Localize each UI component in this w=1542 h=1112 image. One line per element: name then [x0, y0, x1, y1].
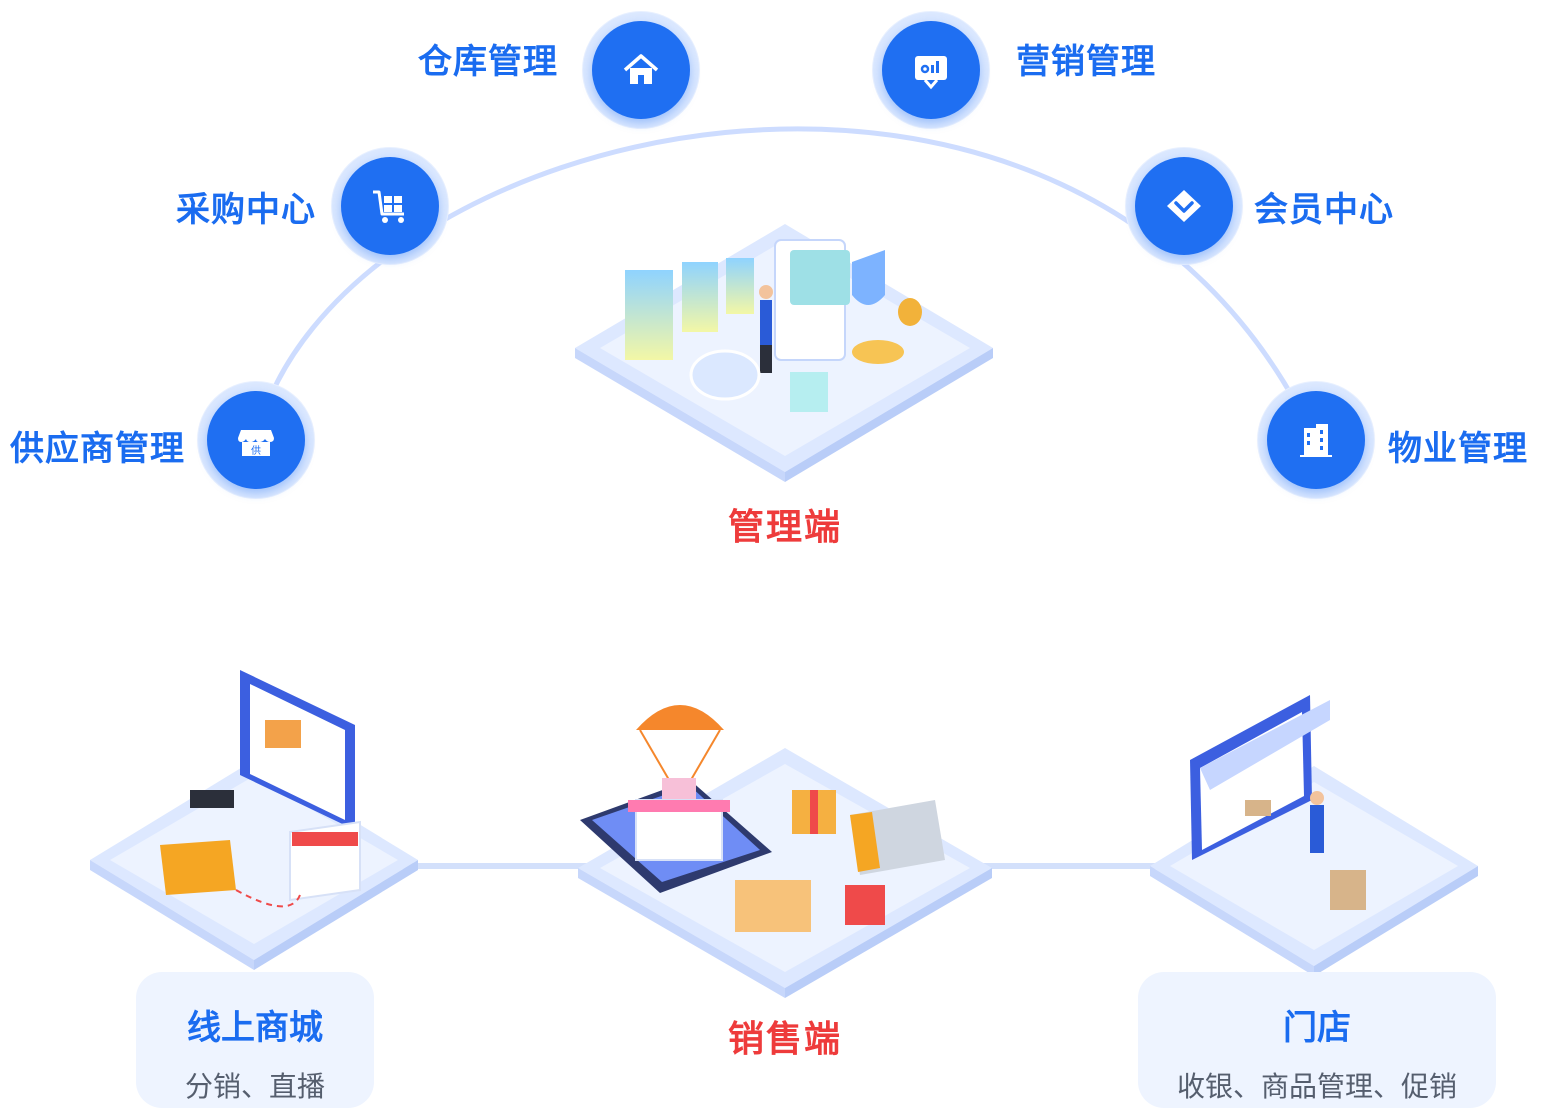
module-label-warehouse: 仓库管理 [418, 42, 558, 82]
house-icon [623, 54, 659, 84]
module-label-property: 物业管理 [1388, 429, 1528, 469]
online-mall-card[interactable]: 线上商城 分销、直播 [136, 972, 374, 1108]
module-label-member: 会员中心 [1254, 190, 1394, 230]
store-card[interactable]: 门店 收银、商品管理、促销 [1138, 972, 1496, 1108]
supplier-store-icon: 供 [238, 430, 274, 457]
member-node[interactable] [1126, 148, 1242, 264]
shopping-cart-icon [373, 190, 404, 223]
procurement-node[interactable] [332, 148, 448, 264]
channel-desc-online-mall: 分销、直播 [184, 1070, 325, 1103]
module-label-procurement: 采购中心 [176, 190, 316, 230]
store-illustration [1150, 695, 1478, 976]
channel-title-online-mall: 线上商城 [187, 1008, 323, 1048]
management-illustration [575, 224, 993, 482]
channel-title-store: 门店 [1283, 1008, 1351, 1048]
marketing-node[interactable] [873, 12, 989, 128]
property-node[interactable] [1258, 382, 1374, 498]
supplier-node[interactable]: 供 [198, 382, 314, 498]
module-label-supplier: 供应商管理 [10, 429, 185, 469]
sales-illustration [578, 705, 992, 998]
sales-section-title: 销售端 [728, 1019, 843, 1060]
channel-desc-store: 收银、商品管理、促销 [1176, 1070, 1457, 1103]
building-icon [1300, 424, 1332, 457]
presentation-board-icon [915, 56, 947, 90]
warehouse-node[interactable] [583, 12, 699, 128]
online-mall-illustration [90, 670, 418, 970]
diamond-icon [1167, 190, 1201, 222]
supplier-icon-text: 供 [251, 444, 261, 457]
management-section-title: 管理端 [728, 507, 843, 548]
module-label-marketing: 营销管理 [1016, 42, 1156, 82]
